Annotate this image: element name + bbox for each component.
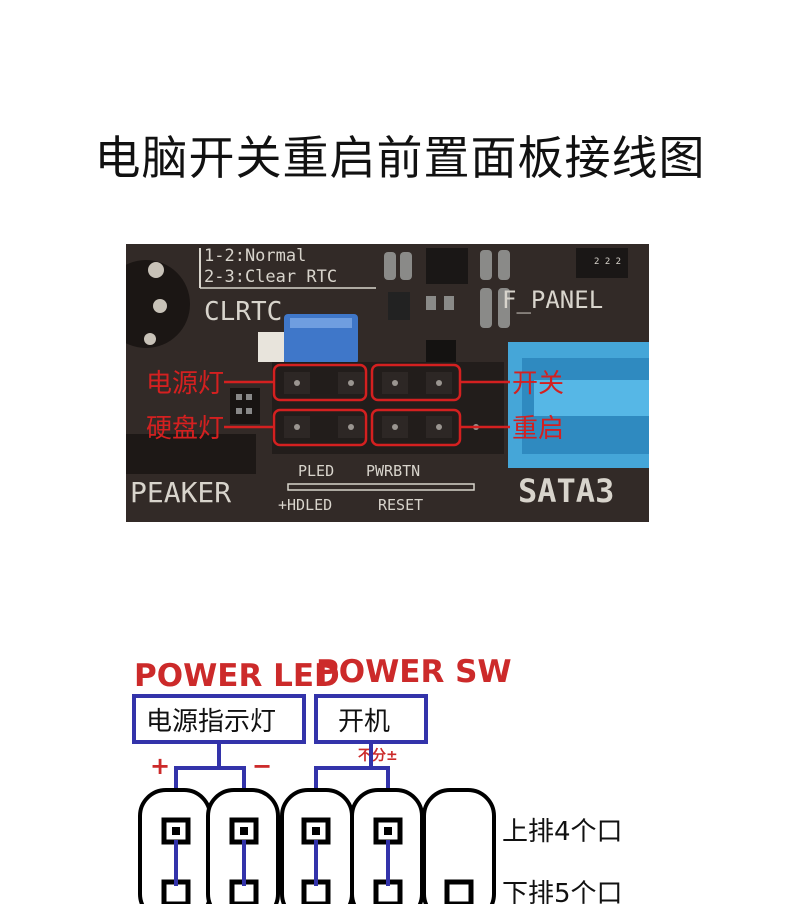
polarity-note: 不分± [358, 748, 398, 764]
motherboard-photo: 1-2:Normal 2-3:Clear RTC CLRTC 2 2 2 F_P… [126, 244, 649, 522]
upper-pin-row [284, 372, 452, 394]
minus-sign: − [252, 752, 272, 780]
power-led-box-label: 电源指示灯 [146, 707, 276, 737]
plus-sign: + [150, 752, 170, 780]
diagram-lower-pins [161, 879, 474, 904]
silk-hdled: +HDLED [278, 496, 332, 514]
label-power-led: 电源灯 [146, 369, 224, 399]
silk-fpanel: F_PANEL [502, 286, 603, 314]
power-sw-box-label: 开机 [338, 707, 390, 737]
page-title: 电脑开关重启前置面板接线图 [94, 131, 706, 185]
silk-clrtc: CLRTC [204, 297, 282, 327]
power-sw-header: POWER SW [316, 654, 512, 690]
silk-speaker: PEAKER [130, 476, 231, 509]
pin-diagram: POWER LED POWER SW 电源指示灯 开机 + − 不分± [132, 654, 623, 904]
lower-pin-row [284, 416, 479, 438]
silk-reset: RESET [378, 496, 423, 514]
silk-jumper-line2: 2-3:Clear RTC [204, 267, 337, 287]
lower-row-label: 下排5个口 [502, 879, 623, 904]
silk-pled: PLED [298, 462, 334, 480]
power-led-header: POWER LED [134, 658, 340, 694]
silk-jumper-line1: 1-2:Normal [204, 246, 306, 266]
label-hdd-led: 硬盘灯 [146, 414, 224, 444]
label-reset: 重启 [512, 414, 564, 444]
header-slots [138, 788, 496, 904]
silk-sata: SATA3 [518, 472, 614, 510]
svg-text:2 2 2: 2 2 2 [594, 257, 621, 267]
silk-pwrbtn: PWRBTN [366, 462, 420, 480]
upper-row-label: 上排4个口 [502, 817, 623, 847]
label-power-switch: 开关 [512, 369, 564, 399]
